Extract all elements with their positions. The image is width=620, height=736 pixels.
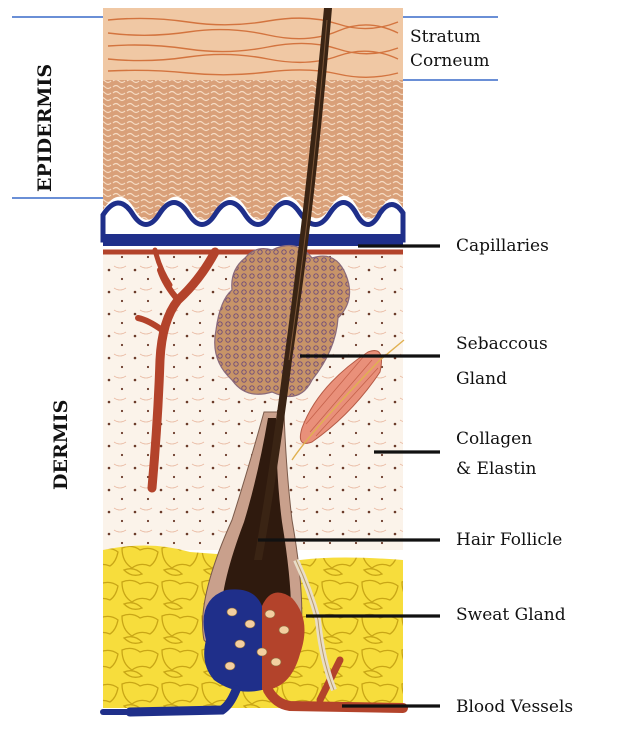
- blood-vessels-label: Blood Vessels: [456, 696, 573, 718]
- dermis-label: DERMIS: [50, 400, 72, 490]
- sebaceous-gland-label-line1: Sebaccous: [456, 333, 548, 355]
- hair-follicle-label: Hair Follicle: [456, 529, 562, 551]
- collagen-label-line1: Collagen: [456, 428, 532, 450]
- epidermis-layer: [103, 80, 403, 220]
- capillaries-label: Capillaries: [456, 235, 549, 257]
- sebaceous-gland-label-line2: Gland: [456, 368, 507, 390]
- stratum-corneum-label-line2: Corneum: [410, 50, 489, 72]
- collagen-label-line2: & Elastin: [456, 458, 536, 480]
- epidermis-label: EPIDERMIS: [34, 64, 56, 192]
- hair-papilla: [204, 589, 305, 691]
- sweat-gland-label: Sweat Gland: [456, 604, 566, 626]
- stratum-corneum-label-line1: Stratum: [410, 26, 481, 48]
- basement-band: [103, 234, 403, 246]
